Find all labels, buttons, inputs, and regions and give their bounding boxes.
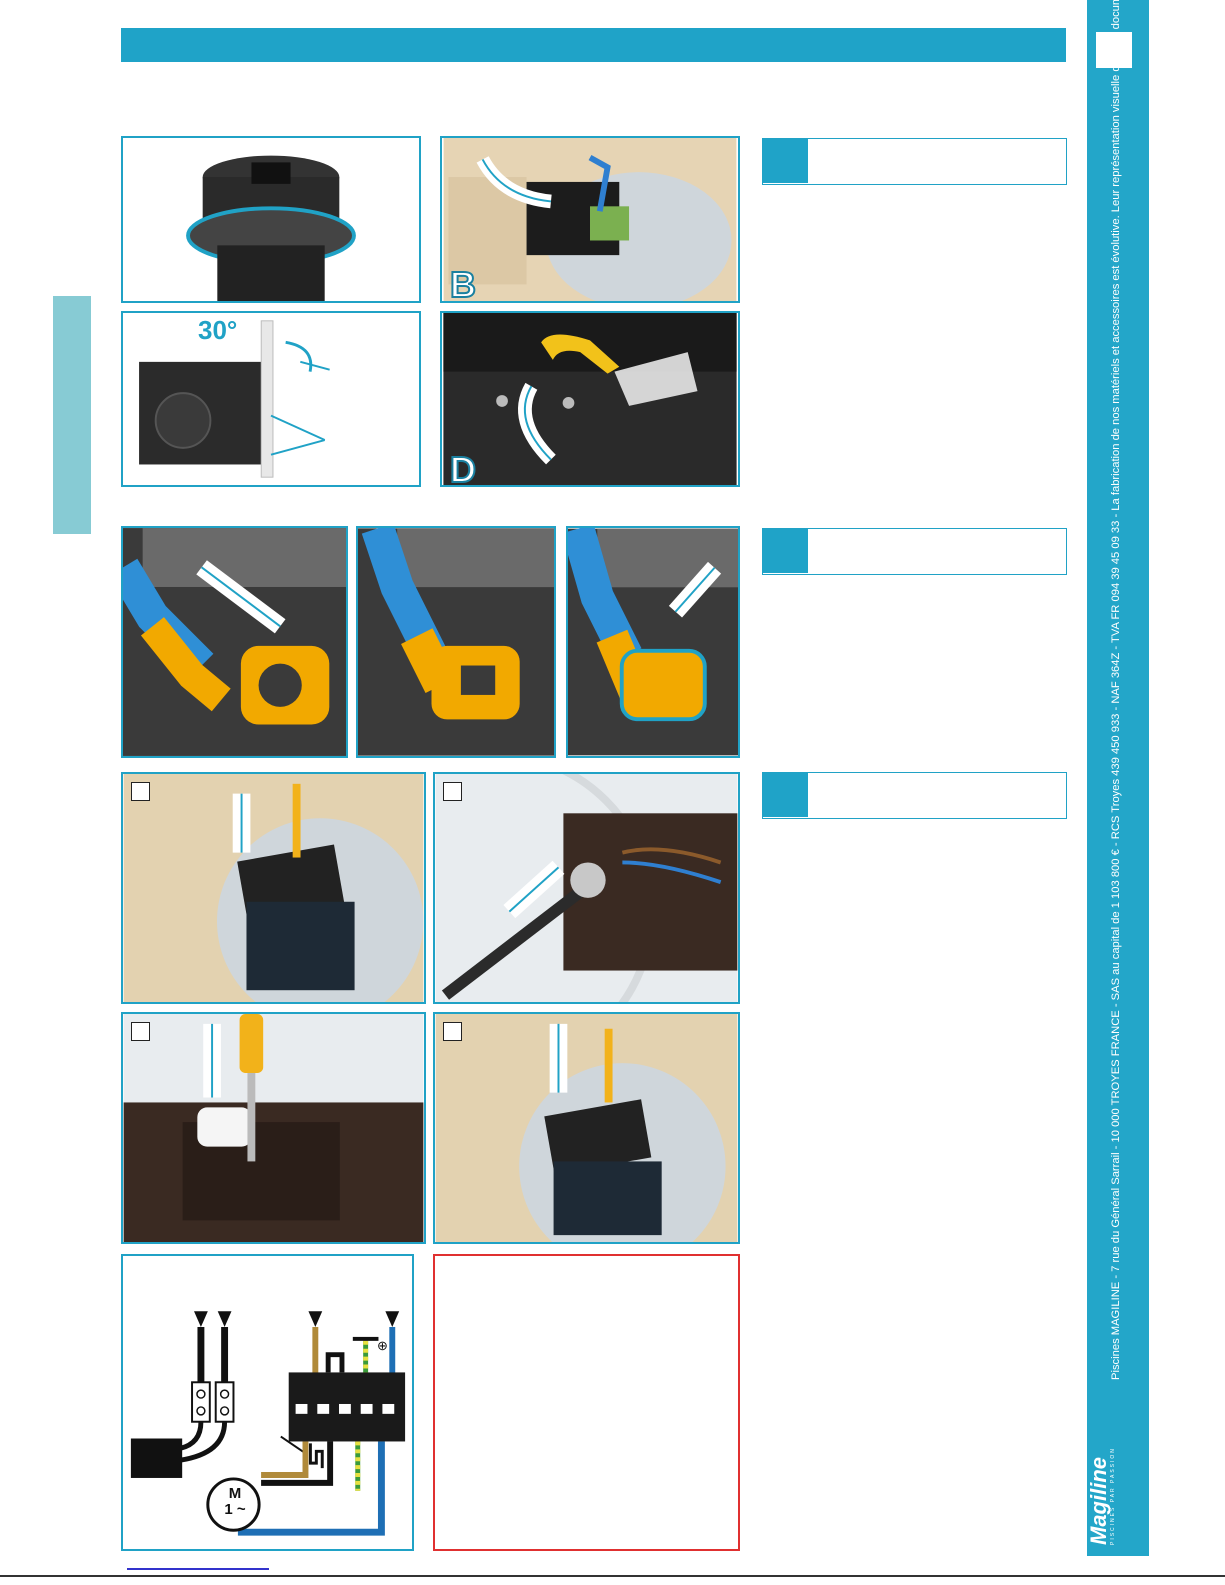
figure-screw-terminal (121, 1012, 426, 1244)
figure-open-cover (121, 772, 426, 1004)
step-header-1 (762, 138, 1067, 185)
section-tab (53, 296, 91, 534)
figure-close-cover (433, 1012, 740, 1244)
figure-cable-gland (433, 772, 740, 1004)
motor-label: M 1 ~ (224, 1485, 246, 1518)
page-number-box (1096, 32, 1132, 68)
figure-pipe-step-3 (566, 526, 740, 758)
warning-box (433, 1254, 740, 1551)
ground-symbol: ⊕ (377, 1338, 388, 1353)
figure-d-lever: D (440, 311, 740, 487)
sidebar-strip (1087, 0, 1149, 1556)
legal-notice: Piscines MAGILINE - 7 rue du Général Sar… (1110, 0, 1122, 1380)
figure-30-degree-tilt: 30° (121, 311, 421, 487)
angle-label: 30° (198, 315, 238, 345)
footer-link[interactable] (127, 1568, 269, 1570)
header-bar (121, 28, 1066, 62)
figure-pipe-step-2 (356, 526, 556, 758)
panel-label-d: D (449, 448, 477, 487)
figure-pump-top (121, 136, 421, 303)
panel-label-b: B (449, 263, 477, 303)
figure-b-insert-pump: B (440, 136, 740, 303)
wiring-diagram: M 1 ~ ⊕ (121, 1254, 414, 1551)
step-header-2 (762, 528, 1067, 575)
step-header-3 (762, 772, 1067, 819)
figure-pipe-step-1 (121, 526, 348, 758)
magiline-logo: P I S C I N E S Magiline PISCINES PAR PA… (1082, 1430, 1116, 1545)
footer-rule (0, 1575, 1225, 1577)
